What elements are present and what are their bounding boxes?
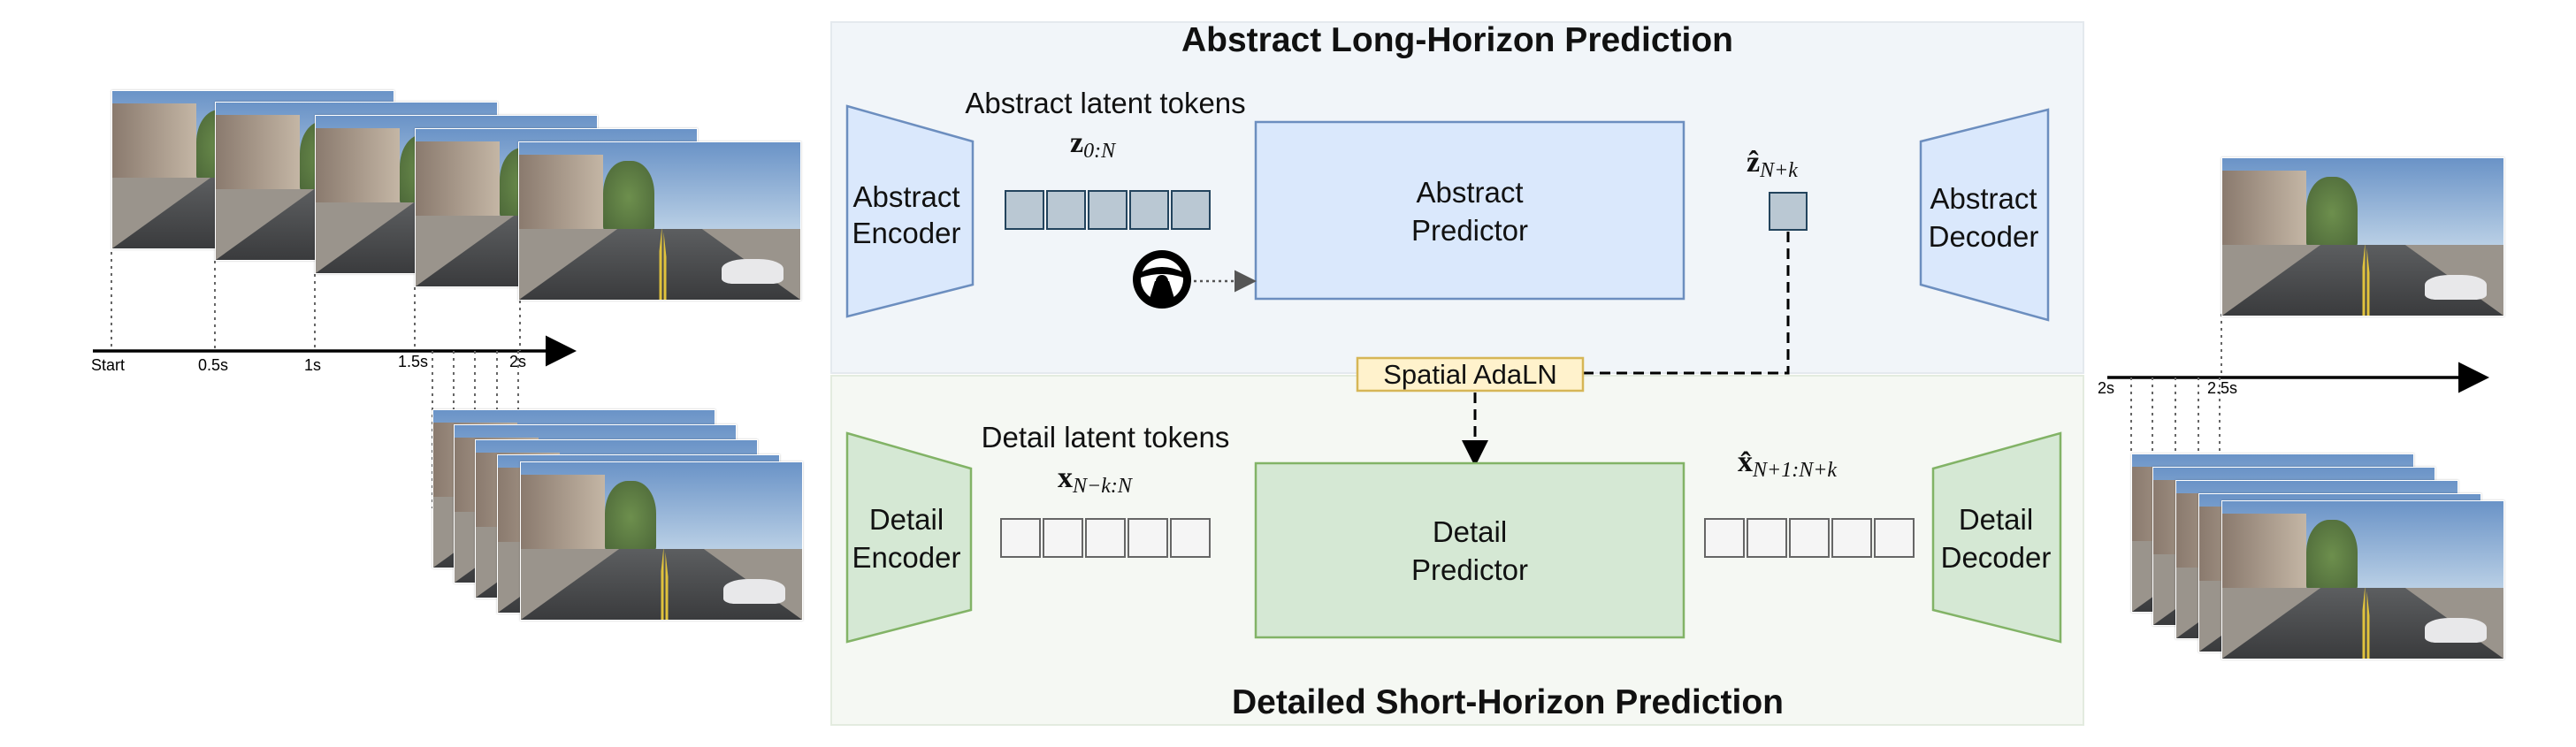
detail-latent-tokens (1000, 518, 1211, 558)
detail-predicted-token (1874, 518, 1915, 558)
input-tick-0-5s: 0.5s (198, 356, 229, 374)
abstract-latent-tokens (1005, 190, 1211, 230)
input-tick-1s: 1s (304, 356, 322, 374)
input-tick-2s: 2s (509, 353, 527, 370)
input-detail-frame (520, 461, 803, 621)
abstract-section-title: Abstract Long-Horizon Prediction (1181, 21, 1733, 59)
detail-predicted-tokens (1704, 518, 1915, 558)
abstract-latent-symbol: z0:N (1070, 126, 1116, 163)
abstract-predicted-symbol: ẑN+k (1747, 146, 1798, 182)
detail-predicted-token (1747, 518, 1787, 558)
steering-wheel-icon (1133, 250, 1191, 309)
detail-decoder-shape (1931, 431, 2062, 644)
input-tick-1-5s: 1.5s (398, 353, 429, 370)
detail-latent-tokens-label: Detail latent tokens (981, 421, 1230, 454)
abstract-encoder-shape (845, 104, 975, 318)
detail-predicted-symbol: x̂N+1:N+k (1738, 446, 1838, 482)
abstract-token (1129, 190, 1169, 230)
input-tick-start: Start (91, 356, 126, 374)
detail-encoder-shape (845, 431, 973, 644)
detailed-section-title: Detailed Short-Horizon Prediction (1231, 683, 1785, 721)
detail-token (1170, 518, 1211, 558)
output-abstract-frame (2221, 157, 2504, 316)
abstract-decoder-shape (1919, 108, 2050, 322)
spatial-adaln-label: Spatial AdaLN (1383, 359, 1557, 390)
detail-token (1043, 518, 1083, 558)
output-tick-2-5s: 2.5s (2207, 379, 2238, 397)
output-detail-frame (2221, 500, 2504, 659)
abstract-token (1046, 190, 1086, 230)
detail-token (1085, 518, 1126, 558)
detail-predictor-box (1254, 461, 1685, 639)
detail-predicted-token (1704, 518, 1745, 558)
abstract-token (1171, 190, 1211, 230)
abstract-token (1088, 190, 1127, 230)
detail-predicted-token (1789, 518, 1830, 558)
output-tick-2s: 2s (2098, 379, 2115, 397)
conditioning-dashed-line (1583, 232, 1790, 375)
detail-latent-symbol: xN−k:N (1058, 461, 1132, 498)
abstract-token (1005, 190, 1044, 230)
abstract-predicted-token (1769, 192, 1808, 231)
abstract-latent-tokens-label: Abstract latent tokens (965, 87, 1246, 119)
detail-token (1000, 518, 1041, 558)
detail-predicted-token (1831, 518, 1872, 558)
spatial-adaln-box (1356, 356, 1585, 393)
detail-token (1127, 518, 1168, 558)
input-frame (518, 141, 801, 301)
abstract-predictor-box (1254, 120, 1685, 301)
